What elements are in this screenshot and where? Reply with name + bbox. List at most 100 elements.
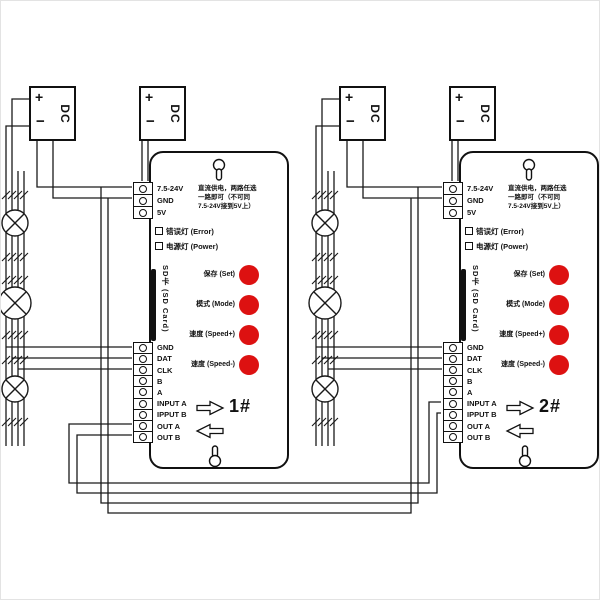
- error-indicator-label: 错误灯 (Error): [166, 226, 214, 236]
- button-label-mode: 模式 (Mode): [506, 301, 545, 308]
- terminal-label: GND: [157, 343, 174, 353]
- input-arrow-icon: [196, 400, 225, 416]
- unit-number: 1#: [229, 396, 252, 416]
- sd-card-slot: [461, 269, 466, 341]
- terminal: [444, 354, 462, 366]
- unit-number: 2#: [539, 396, 562, 416]
- terminal: [134, 195, 152, 207]
- button-label-speed-plus: 速度 (Speed+): [189, 331, 235, 338]
- keyhole-top-icon: [522, 158, 536, 181]
- terminal-label: OUT B: [157, 432, 181, 442]
- lamp-icon: [1, 286, 32, 320]
- controller-unit-1: 7.5-24V GND 5V 直流供电，两路任选 一路即可（不可同 7.5-24…: [133, 151, 289, 469]
- sd-card-label: SD卡 (SD Card): [471, 265, 480, 333]
- button-label-set: 保存 (Set): [203, 271, 236, 278]
- terminal: [134, 410, 152, 421]
- terminal-label: A: [157, 387, 163, 397]
- power-terminal-labels: 7.5-24V GND 5V: [467, 182, 493, 219]
- terminal: [134, 432, 152, 442]
- power-led-icon: [155, 242, 163, 250]
- speed-plus-button: [549, 325, 569, 345]
- speed-minus-button: [239, 355, 259, 375]
- button-label-speed-minus: 速度 (Speed-): [501, 361, 545, 368]
- terminal: [444, 365, 462, 377]
- terminal: [444, 410, 462, 421]
- dc-minus-label: −: [36, 113, 45, 130]
- terminal: [444, 376, 462, 388]
- controller-unit-2: 7.5-24V GND 5V 直流供电，两路任选 一路即可（不可同 7.5-24…: [443, 151, 599, 469]
- signal-terminal-labels: GND DAT CLK B A INPUT A IPPUT B OUT A OU…: [467, 342, 497, 443]
- lamp-icons: [1, 209, 342, 403]
- terminal-label: INPUT A: [467, 399, 497, 409]
- set-button: [549, 265, 569, 285]
- terminal: [134, 207, 152, 218]
- button-label-set: 保存 (Set): [513, 271, 546, 278]
- dc-plus-label: +: [145, 89, 154, 105]
- set-button: [239, 265, 259, 285]
- power-led-icon: [465, 242, 473, 250]
- dc-power-supply-2a: + − DC: [339, 86, 386, 141]
- terminal: [134, 365, 152, 377]
- power-indicator: 电源灯 (Power): [465, 241, 528, 251]
- power-terminal-block: [443, 182, 463, 219]
- terminal-label: OUT A: [467, 421, 491, 431]
- terminal-label: A: [467, 387, 473, 397]
- terminal-label: 5V: [157, 208, 167, 218]
- terminal: [134, 387, 152, 399]
- terminal-label: GND: [467, 195, 484, 205]
- dc-label: DC: [368, 103, 382, 124]
- terminal: [444, 207, 462, 218]
- power-terminal-block: [133, 182, 153, 219]
- dc-label: DC: [478, 103, 492, 124]
- speed-plus-button: [239, 325, 259, 345]
- dc-label: DC: [168, 103, 182, 124]
- terminal-label: DAT: [467, 354, 482, 364]
- dc-minus-label: −: [456, 113, 465, 130]
- error-indicator-label: 错误灯 (Error): [476, 226, 524, 236]
- dc-power-supply-1b: + − DC: [139, 86, 186, 141]
- terminal-label: B: [157, 376, 163, 386]
- input-arrow-icon: [506, 400, 535, 416]
- terminal-label: CLK: [467, 365, 483, 375]
- terminal-label: DAT: [157, 354, 172, 364]
- terminal-label: IPPUT B: [467, 410, 497, 420]
- keyhole-bottom-icon: [518, 445, 532, 468]
- signal-terminal-block: [133, 342, 153, 443]
- lamp-icon: [1, 209, 29, 237]
- power-note-line: 一路即可（不可同: [198, 194, 250, 201]
- terminal-label: IPPUT B: [157, 410, 187, 420]
- error-indicator: 错误灯 (Error): [155, 226, 214, 236]
- sd-card-slot: [151, 269, 156, 341]
- terminal-label: GND: [157, 195, 174, 205]
- dc-minus-label: −: [146, 113, 155, 130]
- power-indicator: 电源灯 (Power): [155, 241, 218, 251]
- power-note-line: 一路即可（不可同: [508, 194, 560, 201]
- error-led-icon: [465, 227, 473, 235]
- terminal-label: B: [467, 376, 473, 386]
- terminal: [444, 183, 462, 195]
- dc-label: DC: [58, 103, 72, 124]
- error-led-icon: [155, 227, 163, 235]
- sd-card-label: SD卡 (SD Card): [161, 265, 170, 333]
- terminal: [444, 399, 462, 410]
- speed-minus-button: [549, 355, 569, 375]
- power-note-line: 7.5-24V接到5V上）: [198, 203, 255, 210]
- terminal: [444, 195, 462, 207]
- power-indicator-label: 电源灯 (Power): [476, 241, 529, 251]
- terminal: [134, 183, 152, 195]
- terminal: [134, 343, 152, 355]
- terminal: [134, 399, 152, 410]
- dc-plus-label: +: [345, 89, 354, 105]
- cable-ticks: [1, 190, 339, 427]
- signal-terminal-labels: GND DAT CLK B A INPUT A IPPUT B OUT A OU…: [157, 342, 187, 443]
- mode-button: [239, 295, 259, 315]
- button-label-speed-minus: 速度 (Speed-): [191, 361, 235, 368]
- dc-plus-label: +: [35, 89, 44, 105]
- dc-plus-label: +: [455, 89, 464, 105]
- output-arrow-icon: [505, 423, 534, 439]
- signal-terminal-block: [443, 342, 463, 443]
- power-note-line: 7.5-24V接到5V上）: [508, 203, 565, 210]
- terminal: [444, 343, 462, 355]
